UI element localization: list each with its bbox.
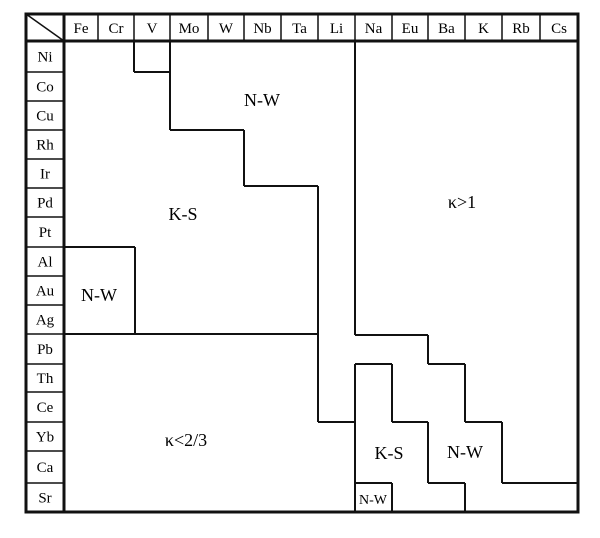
- table-border: [24, 12, 580, 514]
- column-header-cr: Cr: [109, 21, 124, 37]
- column-header-na: Na: [365, 21, 383, 37]
- column-header-ta: Ta: [292, 21, 307, 37]
- row-header-pd: Pd: [37, 196, 53, 212]
- row-header-sr: Sr: [38, 491, 51, 507]
- region-label-ks-bottom: K-S: [374, 443, 403, 463]
- row-header-ce: Ce: [37, 400, 54, 416]
- column-header-rb: Rb: [512, 21, 530, 37]
- row-header-pb: Pb: [37, 342, 53, 358]
- column-header-nb: Nb: [253, 21, 271, 37]
- row-header-cu: Cu: [36, 109, 54, 125]
- column-header-w: W: [219, 21, 234, 37]
- column-header-ba: Ba: [438, 21, 455, 37]
- row-header-th: Th: [37, 371, 54, 387]
- row-header-ir: Ir: [40, 167, 50, 183]
- region-label-nw-top: N-W: [244, 90, 280, 110]
- region-label-kappa-gt-1: κ>1: [448, 192, 476, 212]
- region-label-nw-small: N-W: [359, 493, 388, 508]
- row-header-au: Au: [36, 284, 55, 300]
- row-header-al: Al: [38, 255, 53, 271]
- column-header-li: Li: [330, 21, 343, 37]
- region-label-nw-bottom: N-W: [447, 442, 483, 462]
- region-label-kappa-lt-2-3: κ<2/3: [165, 430, 207, 450]
- row-header-yb: Yb: [36, 430, 54, 446]
- row-header-ni: Ni: [38, 50, 53, 66]
- region-boundaries: [64, 41, 578, 512]
- row-header-co: Co: [36, 80, 54, 96]
- column-header-cs: Cs: [551, 21, 567, 37]
- column-header-eu: Eu: [402, 21, 419, 37]
- column-header-mo: Mo: [179, 21, 200, 37]
- region-label-ks-main: K-S: [168, 204, 197, 224]
- row-header-ca: Ca: [37, 460, 54, 476]
- column-header-fe: Fe: [74, 21, 89, 37]
- column-header-k: K: [478, 21, 489, 37]
- row-header-pt: Pt: [39, 225, 52, 241]
- row-header-rh: Rh: [36, 138, 54, 154]
- column-header-v: V: [147, 21, 158, 37]
- row-header-ag: Ag: [36, 313, 55, 329]
- corner-diagonal: [25, 13, 65, 42]
- region-label-nw-left: N-W: [81, 285, 117, 305]
